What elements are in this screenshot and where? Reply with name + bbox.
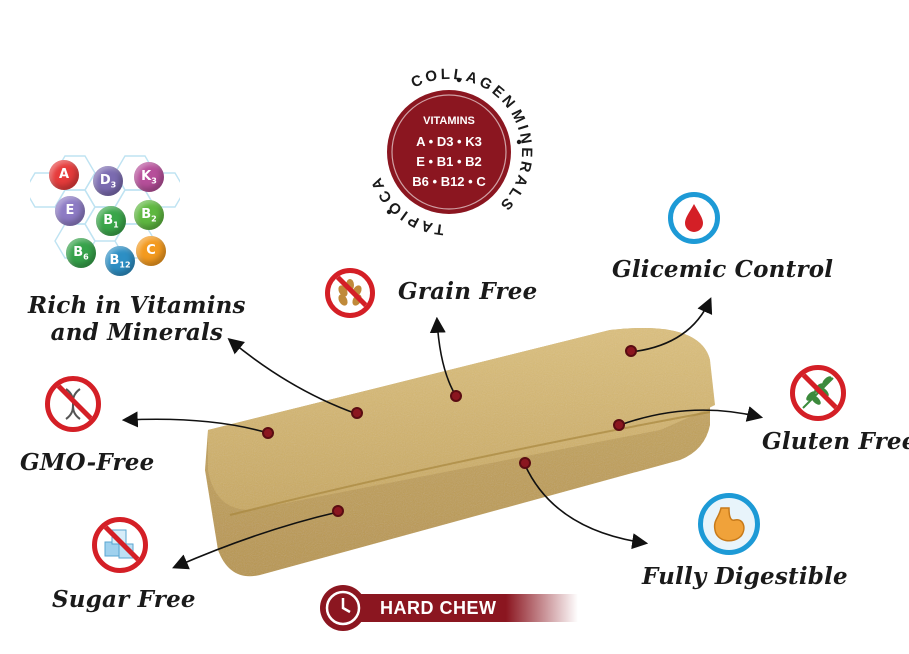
callout-dot-digestible [519,457,531,469]
stomach-icon [698,493,760,555]
vitamin-b1-ball: B1 [96,206,126,236]
rich-vitamins-line-1: Rich in Vitamins [28,292,246,319]
seal-center-line-3: B6 • B12 • C [412,174,486,189]
vitamin-c-ball: C [136,236,166,266]
vitamin-k3-ball: K3 [134,162,164,192]
vitamin-a-ball: A [49,160,79,190]
hard-chew-label: HARD CHEW [380,598,497,618]
rich-vitamins-label: Rich in Vitamins and Minerals [28,292,246,346]
vitamin-cluster: A D3 K3 E B1 B2 B6 B12 C [30,148,180,276]
fully-digestible-label: Fully Digestible [642,563,848,590]
hard-chew-banner: HARD CHEW [318,582,578,632]
rich-vitamins-line-2: and Minerals [50,319,224,346]
ingredients-seal: COLLAGEN MINERALS TAPIOCA VITAMINS A • D… [359,62,539,242]
vitamin-b2-ball: B2 [134,200,164,230]
clock-icon [320,585,366,631]
sugar-free-label: Sugar Free [52,586,196,613]
callout-dot-sugar [332,505,344,517]
blood-drop-icon [668,192,720,244]
leaf-icon [790,365,846,421]
grain-free-label: Grain Free [398,278,538,305]
seal-center-line-1: A • D3 • K3 [416,134,482,149]
sugar-cube-icon [92,517,148,573]
gmo-free-label: GMO-Free [20,449,155,476]
callout-dot-gluten [613,419,625,431]
callout-dot-gmo [262,427,274,439]
wheat-icon [325,268,375,318]
vitamin-b12-ball: B12 [105,246,135,276]
callout-dot-grain [450,390,462,402]
seal-center-line-2: E • B1 • B2 [416,154,481,169]
dna-icon [45,376,101,432]
glicemic-control-label: Glicemic Control [612,256,834,283]
vitamin-b6-ball: B6 [66,238,96,268]
vitamin-d3-ball: D3 [93,166,123,196]
callout-dot-rich [351,407,363,419]
seal-center-title: VITAMINS [423,115,475,127]
gluten-free-label: Gluten Free [762,428,909,455]
vitamin-e-ball: E [55,196,85,226]
callout-dot-glicemic [625,345,637,357]
